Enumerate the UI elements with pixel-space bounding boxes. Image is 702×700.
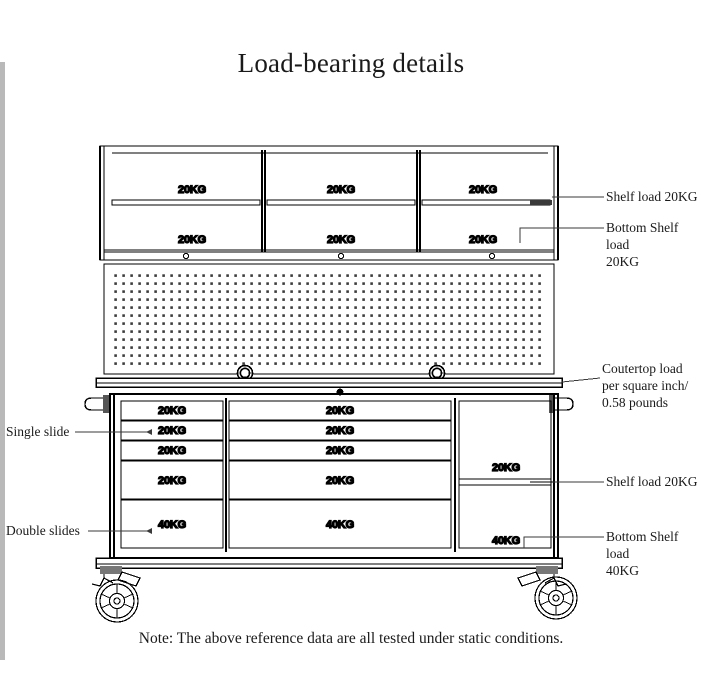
page-title: Load-bearing details [237, 48, 465, 78]
hutch-cell-r1c2: 20KG [469, 234, 497, 246]
hutch-lock-marks [182, 252, 496, 260]
annotation-countertop-load: Coutertop load per square inch/ 0.58 pou… [602, 361, 689, 410]
hutch-cell-r0c1: 20KG [327, 184, 355, 196]
center-drawer-2-label: 20KG [326, 425, 354, 437]
annotation-single-slide: Single slide [6, 424, 70, 439]
right-cabinet-load-labels: 20KG 40KG [491, 461, 520, 547]
hutch-cell-r0c0: 20KG [178, 184, 206, 196]
hutch-bottom-rail [103, 249, 555, 261]
hutch-cell-r1c1: 20KG [327, 234, 355, 246]
annotation-shelf-load-top: Shelf load 20KG [606, 189, 698, 204]
center-drawer-1-label: 20KG [326, 405, 354, 417]
handle-left [84, 395, 109, 413]
right-cabinet [458, 400, 553, 549]
leader-lines [75, 196, 604, 548]
center-drawer-5-label: 40KG [326, 519, 354, 531]
pegboard-grommets [236, 364, 446, 382]
handle-right [549, 395, 574, 413]
annotation-bottom-shelf-load-top: Bottom Shelf load 20KG [606, 220, 679, 269]
left-drawer-bank [120, 400, 224, 549]
bank-separators [225, 398, 456, 552]
left-drawer-2-label: 20KG [158, 425, 186, 437]
annotation-shelf-load-bottom: Shelf load 20KG [606, 474, 698, 489]
center-drawer-bank [228, 400, 452, 549]
footer-note: Note: The above reference data are all t… [138, 630, 564, 647]
hutch-load-labels: 20KG 20KG 20KG 20KG 20KG 20KG [177, 183, 497, 246]
hutch-dividers [261, 150, 421, 254]
left-edge-strip [0, 62, 5, 660]
caster-left [91, 566, 141, 623]
left-drawer-5-label: 40KG [158, 519, 186, 531]
annotation-bottom-shelf-load-bottom: Bottom Shelf load 40KG [606, 529, 679, 578]
center-drawer-3-label: 20KG [326, 445, 354, 457]
base-plinth [95, 557, 563, 569]
left-drawer-3-label: 20KG [158, 445, 186, 457]
right-cabinet-lower-label: 40KG [492, 535, 520, 547]
left-bank-load-labels: 20KG 20KG 20KG 20KG 40KG [157, 404, 186, 531]
hutch-cell-r1c0: 20KG [178, 234, 206, 246]
annotation-double-slides: Double slides [6, 523, 80, 538]
pegboard-panel [103, 263, 555, 375]
center-bank-load-labels: 20KG 20KG 20KG 20KG 40KG [325, 404, 354, 531]
hutch-middle-shelf [111, 199, 551, 206]
hutch-cell-r0c2: 20KG [469, 184, 497, 196]
countertop [95, 377, 563, 388]
left-drawer-4-label: 20KG [158, 475, 186, 487]
caster-right [517, 566, 578, 620]
center-drawer-4-label: 20KG [326, 475, 354, 487]
left-drawer-1-label: 20KG [158, 405, 186, 417]
right-cabinet-upper-label: 20KG [492, 462, 520, 474]
